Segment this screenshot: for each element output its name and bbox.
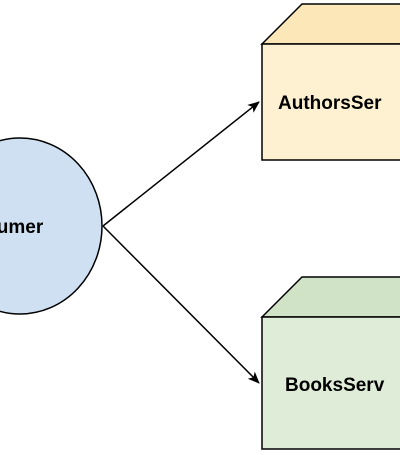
books-service-node[interactable]: BooksServ (260, 276, 400, 450)
books-service-label: BooksServ (285, 375, 385, 396)
authors-service-node[interactable]: AuthorsSer (260, 3, 400, 161)
authors-service-label: AuthorsSer (278, 93, 382, 114)
consumer-node[interactable]: umer (0, 137, 103, 315)
consumer-label: umer (0, 217, 44, 238)
books-service-cube-top (260, 276, 400, 318)
authors-service-cube-front (261, 43, 400, 161)
edge-consumer-to-authors (102, 101, 260, 227)
consumer-ellipse (0, 137, 103, 315)
authors-service-cube-top (260, 3, 400, 45)
edge-consumer-to-books (102, 225, 260, 384)
books-service-cube-front (261, 316, 400, 450)
